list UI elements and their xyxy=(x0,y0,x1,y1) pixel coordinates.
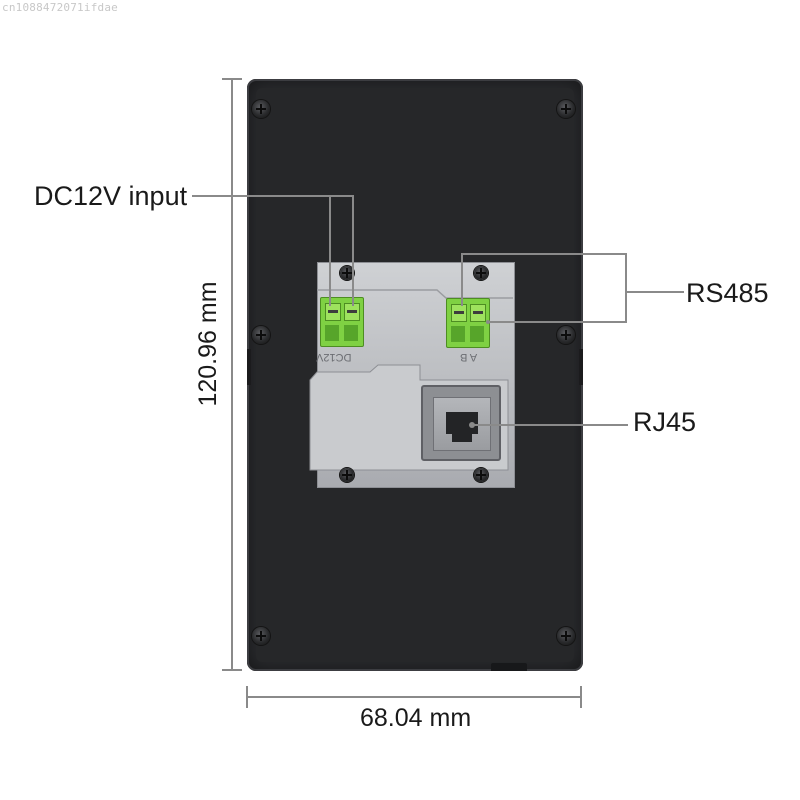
screw-icon xyxy=(340,266,354,280)
rs485-leader-line xyxy=(461,253,627,323)
rs485-label: RS485 xyxy=(686,278,769,308)
right-side-slot xyxy=(579,349,583,385)
watermark: cn1088472071ifdae xyxy=(2,1,118,14)
rj45-leader-dot xyxy=(469,422,475,428)
rs485-leader-dot xyxy=(486,320,490,324)
terminal-wire-hole xyxy=(325,325,339,341)
bottom-notch xyxy=(491,663,527,671)
terminal-wire-hole xyxy=(344,325,358,341)
width-dimension-label: 68.04 mm xyxy=(360,704,472,732)
dc12v-input-label: DC12V input xyxy=(34,181,188,211)
screw-icon xyxy=(252,100,270,118)
screw-icon xyxy=(557,326,575,344)
screw-icon xyxy=(557,100,575,118)
screw-icon xyxy=(474,468,488,482)
screw-icon xyxy=(252,627,270,645)
rj45-label: RJ45 xyxy=(633,407,697,437)
screw-icon xyxy=(340,468,354,482)
terminal-wire-hole xyxy=(470,326,484,342)
screw-icon xyxy=(557,627,575,645)
screw-icon xyxy=(252,326,270,344)
dc12v-terminal xyxy=(320,297,364,347)
rj45-latch xyxy=(452,434,472,442)
terminal-wire-hole xyxy=(451,326,465,342)
left-side-slot xyxy=(247,349,251,385)
rs485-terminal xyxy=(446,298,490,348)
screw-icon xyxy=(474,266,488,280)
terminal-screw-slot xyxy=(470,304,486,322)
dc-leader-line xyxy=(192,195,354,306)
terminal-screw-slot xyxy=(325,303,341,321)
rj45-socket xyxy=(446,412,478,434)
terminal-screw-slot xyxy=(451,304,467,322)
height-dimension-label: 120.96 mm xyxy=(194,281,222,407)
